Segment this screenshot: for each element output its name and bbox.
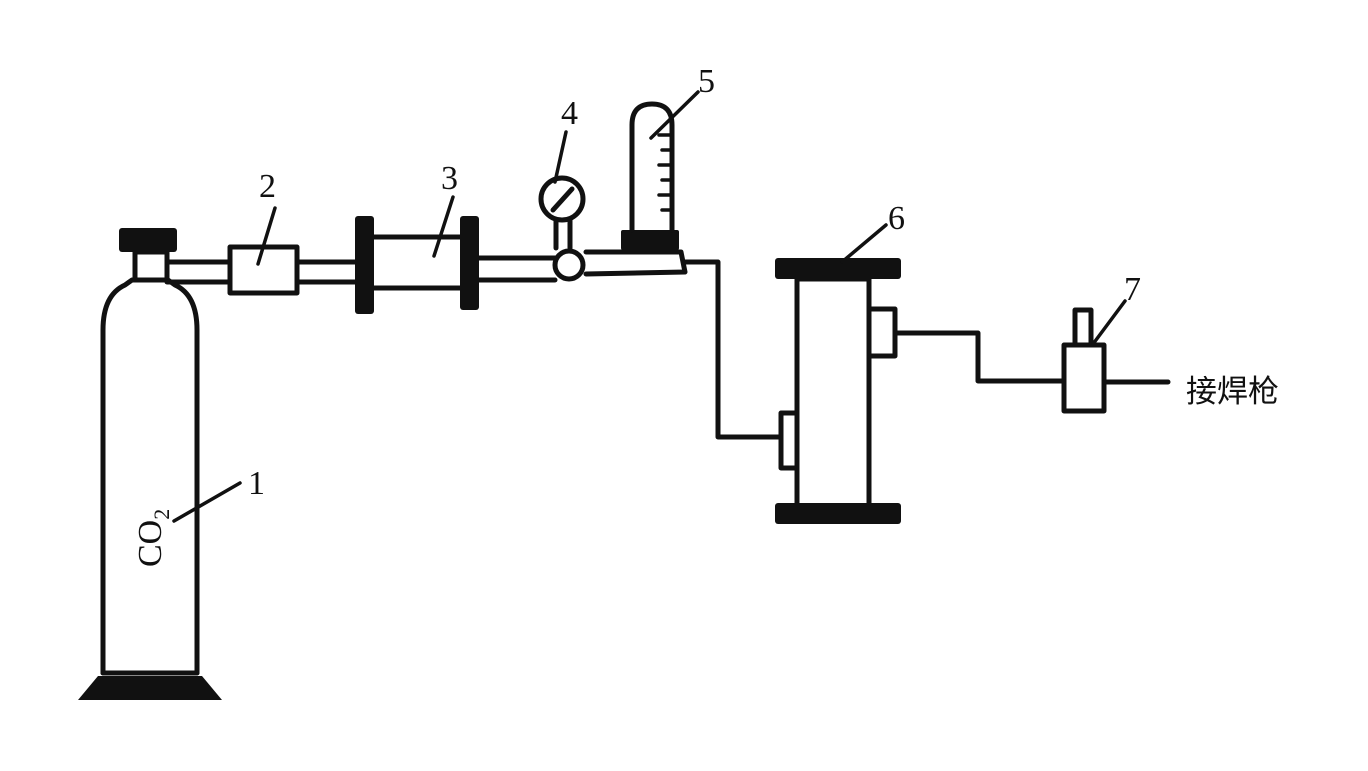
co2-label: CO2 [132, 509, 174, 567]
label-5: 5 [698, 63, 715, 100]
label-2: 2 [259, 168, 276, 205]
main-gas-pipe [164, 255, 558, 285]
label-6: 6 [888, 200, 905, 237]
label-3: 3 [441, 160, 458, 197]
flowmeter [583, 101, 688, 277]
co2-main-text: CO [132, 520, 169, 567]
pressure-reducer [775, 258, 901, 524]
leader-lines [172, 90, 1127, 523]
preheater [227, 244, 300, 296]
svg-text:CO2: CO2 [132, 509, 174, 567]
label-7: 7 [1124, 271, 1141, 308]
outlet-to-welding-torch-label: 接焊枪 [1186, 374, 1279, 410]
solenoid-valve [1061, 307, 1171, 414]
pressure-gauge [538, 175, 586, 282]
tube-to-solenoid [892, 330, 1065, 384]
label-1: 1 [248, 465, 265, 502]
tube-to-reducer [682, 259, 783, 440]
label-4: 4 [561, 95, 578, 132]
co2-subscript: 2 [149, 509, 174, 520]
gas-cylinder [78, 228, 222, 700]
dryer [355, 216, 479, 314]
